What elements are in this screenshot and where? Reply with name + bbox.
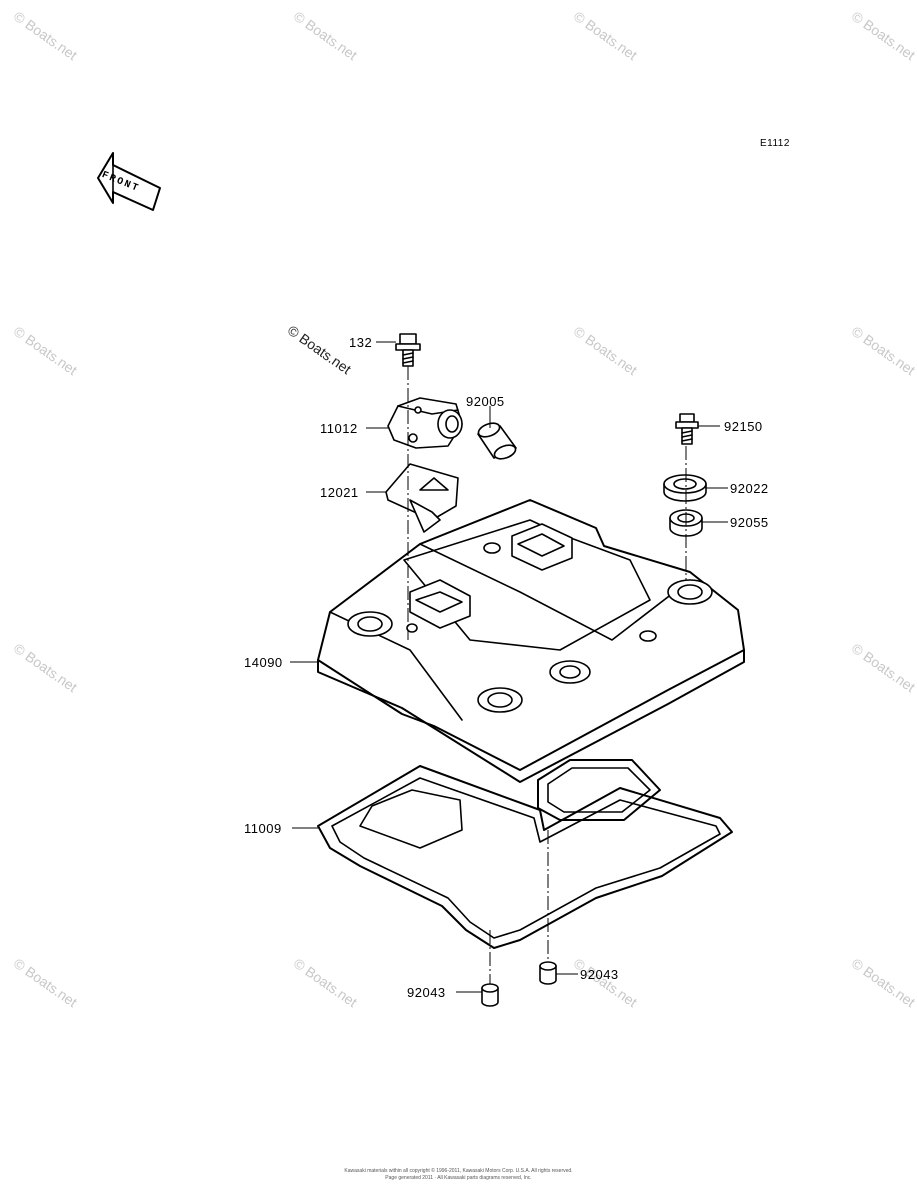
front-arrow-icon	[97, 152, 161, 211]
gasket-11009	[317, 759, 733, 949]
centre-lines	[407, 366, 687, 984]
bolt-132	[395, 333, 421, 367]
part-label-92022[interactable]: 92022	[730, 481, 769, 496]
dowel-92043-right	[539, 961, 557, 985]
part-label-92043-right[interactable]: 92043	[580, 967, 619, 982]
part-label-92150[interactable]: 92150	[724, 419, 763, 434]
leader-lines	[290, 341, 728, 993]
part-label-14090[interactable]: 14090	[244, 655, 283, 670]
part-label-11009[interactable]: 11009	[244, 821, 282, 836]
breather-cover-11012	[387, 397, 463, 449]
part-label-132[interactable]: 132	[349, 335, 373, 350]
plate-12021	[385, 463, 459, 533]
hose-92005	[477, 422, 517, 460]
copyright-line-2: Page generated 2011 · All Kawasaki parts…	[385, 1175, 532, 1181]
grommet-92055	[669, 509, 703, 537]
bolt-92150	[675, 413, 699, 445]
cylinder-head-cover-14090	[317, 499, 745, 783]
washer-92022	[663, 474, 707, 502]
part-label-11012[interactable]: 11012	[320, 421, 358, 436]
diagram-code: E1112	[760, 138, 790, 149]
part-label-92055[interactable]: 92055	[730, 515, 769, 530]
dowel-92043-left	[481, 983, 499, 1007]
part-label-92043-left[interactable]: 92043	[407, 985, 446, 1000]
part-label-12021[interactable]: 12021	[320, 485, 359, 500]
copyright-line-1: Kawasaki materials within all copyright …	[344, 1168, 573, 1174]
part-label-92005[interactable]: 92005	[466, 394, 505, 409]
